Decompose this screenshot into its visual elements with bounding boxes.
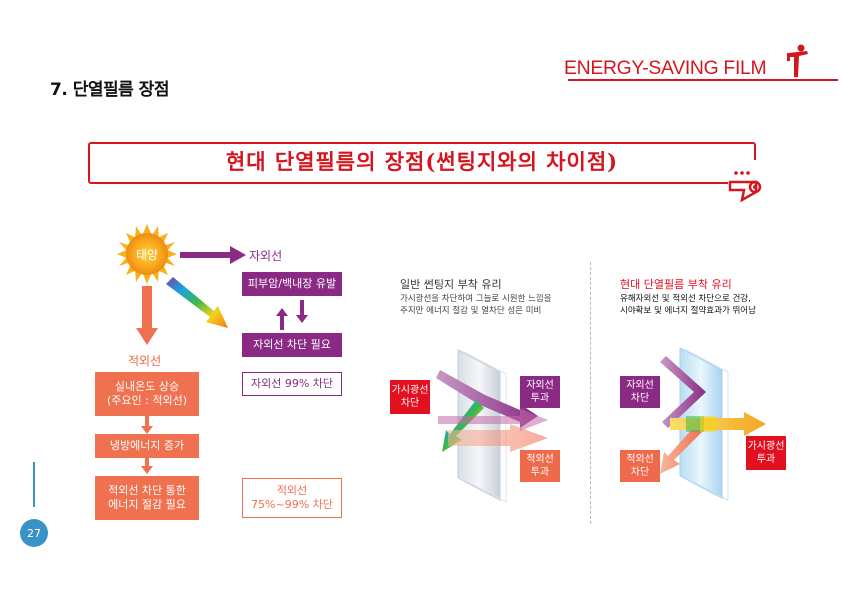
general-ir-pass-line1: 적외선	[526, 454, 554, 465]
uv-effect-box: 피부암/백내장 유발	[242, 272, 342, 296]
person-icon	[787, 44, 808, 77]
modern-desc-line2: 시야확보 및 에너지 절약효과가 뛰어남	[620, 306, 756, 316]
ir-block-line2: 75%~99% 차단	[251, 498, 333, 511]
panel-divider	[590, 262, 591, 524]
modern-desc-line1: 유해자외선 및 적외선 차단으로 건강,	[620, 294, 751, 304]
ir-block-line1: 적외선	[276, 484, 308, 497]
general-uv-pass-line2: 투과	[530, 393, 550, 404]
uv-pass-straight-arrow	[438, 409, 548, 431]
brand-underline	[568, 79, 838, 81]
modern-visible-pass-line1: 가시광선	[747, 441, 785, 452]
main-heading: 현대 단열필름의 장점(썬팅지와의 차이점)	[225, 149, 619, 174]
brand-logo-text: ENERGY-SAVING FILM	[564, 58, 767, 79]
uv-pass-arrow	[436, 370, 538, 428]
general-uv-pass-tag: 자외선 투과	[520, 376, 560, 408]
modern-uv-block-tag: 자외선 차단	[620, 376, 660, 408]
uv-arrow	[180, 246, 246, 264]
page-side-rule	[33, 462, 35, 507]
ir-step3-line2: 에너지 절감 필요	[108, 498, 186, 511]
uv-arrow-up-small	[276, 308, 288, 330]
modern-ir-block-tag: 적외선 차단	[620, 450, 660, 482]
section-title: 7. 단열필름 장점	[50, 80, 169, 100]
general-visible-block-line1: 가시광선	[391, 385, 429, 396]
general-panel-title: 일반 썬팅지 부착 유리	[400, 278, 502, 291]
uv-reflect-arrow	[660, 356, 706, 428]
visible-dim-arrow	[448, 424, 548, 452]
ir-step1-box: 실내온도 상승 (주요인 : 적외선)	[95, 372, 199, 416]
general-ir-pass-tag: 적외선 투과	[520, 450, 560, 482]
modern-uv-block-line1: 자외선	[626, 380, 654, 391]
general-panel-desc: 가시광선을 차단하여 그늘로 시원한 느낌을 주지만 에너지 절감 및 열차단 …	[400, 293, 552, 317]
general-uv-pass-line1: 자외선	[526, 380, 554, 391]
speech-tail-magnifier-icon	[728, 160, 762, 202]
general-desc-line2: 주지만 에너지 절감 및 열차단 성은 미비	[400, 306, 542, 316]
uv-need-box: 자외선 차단 필요	[242, 333, 342, 357]
modern-visible-pass-line2: 투과	[756, 454, 776, 465]
general-visible-block-tag: 가시광선 차단	[390, 380, 430, 414]
ir-step3-box: 적외선 차단 통한 에너지 절감 필요	[95, 476, 199, 520]
uv-label: 자외선	[249, 249, 283, 263]
page-number: 27	[20, 519, 48, 547]
ir-arrow-down	[136, 286, 158, 345]
uv-arrow-down-small	[296, 300, 308, 323]
sun-label: 태양	[135, 248, 159, 262]
modern-panel-title: 현대 단열필름 부착 유리	[620, 278, 732, 291]
ir-block-box: 적외선 75%~99% 차단	[242, 478, 342, 518]
uv-block-box: 자외선 99% 차단	[242, 372, 342, 396]
ir-step2-box: 냉방에너지 증가	[95, 434, 199, 458]
modern-uv-block-line2: 차단	[630, 393, 650, 404]
modern-panel-desc: 유해자외선 및 적외선 차단으로 건강, 시야확보 및 에너지 절약효과가 뛰어…	[620, 293, 756, 317]
spectrum-arrow	[166, 277, 228, 328]
general-visible-block-line2: 차단	[400, 398, 420, 409]
ir-arrow-down-2	[141, 458, 153, 474]
sun-icon	[126, 233, 168, 275]
modern-ir-block-line2: 차단	[630, 467, 650, 478]
ir-step1-line2: (주요인 : 적외선)	[106, 394, 187, 407]
ir-step3-line1: 적외선 차단 통한	[108, 484, 186, 497]
modern-ir-block-line1: 적외선	[626, 454, 654, 465]
ir-label: 적외선	[128, 354, 162, 368]
ir-step1-line1: 실내온도 상승	[114, 380, 180, 393]
modern-visible-pass-tag: 가시광선 투과	[746, 436, 786, 470]
general-desc-line1: 가시광선을 차단하여 그늘로 시원한 느낌을	[400, 294, 552, 304]
ir-arrow-down-1	[141, 416, 153, 434]
ir-reflect-arrow	[660, 420, 706, 474]
general-ir-pass-line2: 투과	[530, 467, 550, 478]
